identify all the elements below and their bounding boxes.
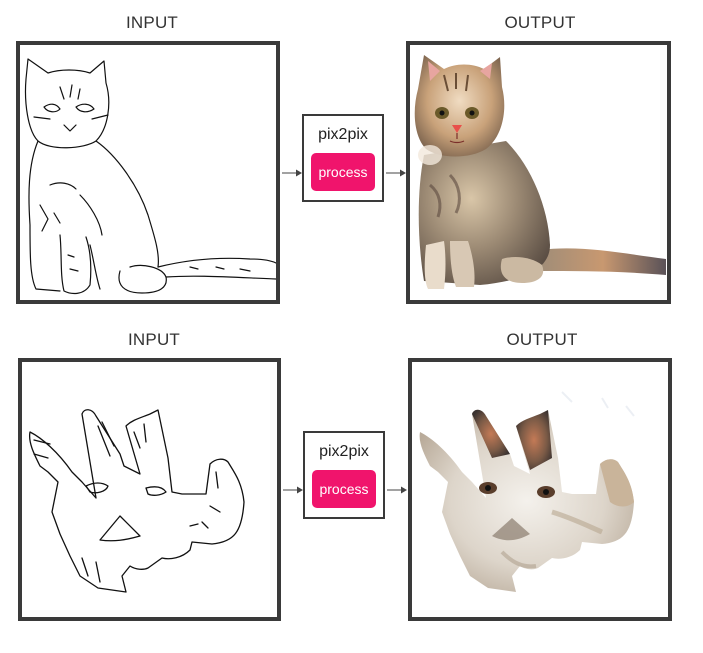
input-label: INPUT bbox=[128, 330, 180, 349]
output-image bbox=[406, 41, 671, 304]
input-canvas[interactable] bbox=[18, 358, 281, 621]
generated-cat-photo bbox=[410, 45, 667, 300]
freehand-sketch bbox=[28, 409, 245, 593]
arrow-in-icon bbox=[282, 167, 302, 179]
output-label: OUTPUT bbox=[504, 13, 576, 32]
model-name: pix2pix bbox=[318, 126, 368, 143]
arrow-in-icon bbox=[283, 484, 303, 496]
pix2pix-panel: pix2pix process bbox=[302, 114, 384, 202]
process-button[interactable]: process bbox=[312, 470, 376, 508]
generated-abstract-cat bbox=[412, 362, 668, 617]
input-canvas[interactable] bbox=[16, 41, 280, 304]
process-button[interactable]: process bbox=[311, 153, 375, 191]
model-name: pix2pix bbox=[319, 443, 369, 460]
arrow-out-icon bbox=[387, 484, 407, 496]
output-label: OUTPUT bbox=[506, 330, 578, 349]
cat-edge-sketch bbox=[24, 58, 276, 295]
pix2pix-panel: pix2pix process bbox=[303, 431, 385, 519]
arrow-out-icon bbox=[386, 167, 406, 179]
input-label: INPUT bbox=[126, 13, 178, 32]
output-image bbox=[408, 358, 672, 621]
